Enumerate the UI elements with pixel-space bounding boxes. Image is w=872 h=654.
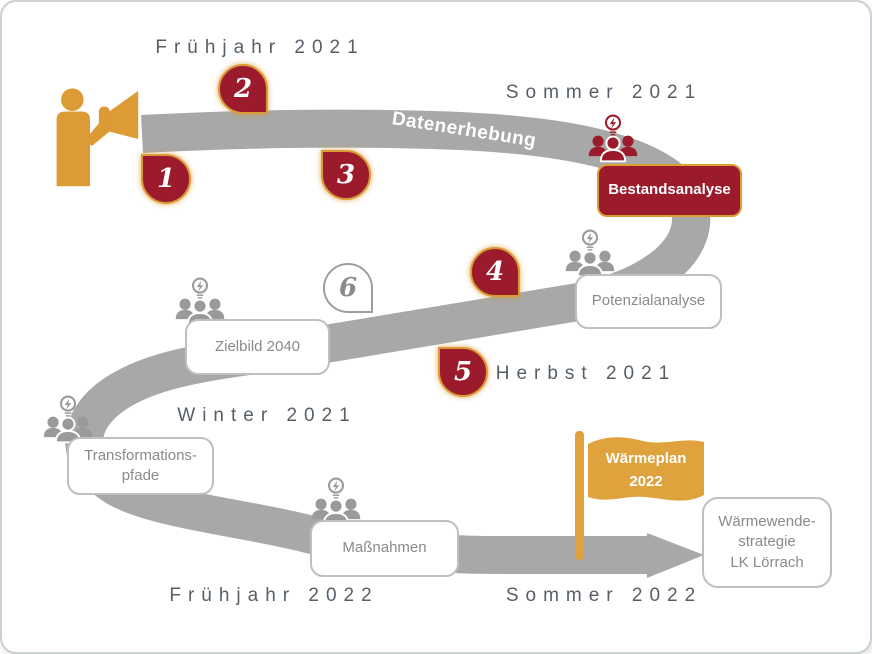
marker-number: 2: [233, 74, 253, 104]
flag-label-line1: Wärmeplan: [605, 450, 687, 467]
milestone-label: Potenzialanalyse: [591, 292, 706, 310]
road-stroke: [65, 109, 711, 574]
people-lightbulb-icon-potenzialanalyse: [564, 229, 616, 278]
milestone-label-line2: pfade: [121, 467, 160, 484]
season-label-sommer-2022: Sommer 2022: [505, 585, 703, 606]
season-label-fruehjahr-2021: Frühjahr 2021: [155, 37, 365, 58]
milestone-box-massnahmen: Maßnahmen: [310, 520, 459, 577]
season-label-sommer-2021: Sommer 2021: [505, 82, 703, 103]
road-arrowhead-icon: [647, 533, 704, 578]
milestone-box-waermewendestrategie: Wärmewende- strategie LK Lörrach: [702, 497, 832, 588]
marker-number: 4: [485, 257, 505, 287]
people-lightbulb-icon-bestandsanalyse: [587, 114, 639, 163]
milestone-label: Zielbild 2040: [214, 337, 301, 355]
milestone-label-line1: Transformations-: [84, 446, 197, 464]
marker-pin-2: 2: [218, 64, 268, 114]
marker-number: 6: [338, 273, 358, 303]
marker-pin-4: 4: [470, 247, 520, 297]
waermeplan-flag-icon: [588, 437, 704, 501]
milestone-label-line1: Wärmewende-: [718, 513, 816, 531]
marker-number: 1: [156, 164, 176, 194]
flag-pole: [575, 431, 584, 560]
flag-label: Wärmeplan 2022: [598, 448, 694, 493]
people-lightbulb-icon-massnahmen: [310, 477, 362, 526]
milestone-label-line2: strategie: [738, 533, 796, 551]
milestone-box-potenzialanalyse: Potenzialanalyse: [575, 274, 722, 329]
flag-label-line2: 2022: [629, 472, 663, 490]
milestone-label: Maßnahmen: [342, 539, 427, 557]
marker-number: 3: [336, 160, 356, 190]
season-label-herbst-2021: Herbst 2021: [495, 363, 677, 384]
season-label-fruehjahr-2022: Frühjahr 2022: [169, 585, 379, 606]
season-label-winter-2021: Winter 2021: [177, 405, 357, 426]
marker-pin-3: 3: [321, 150, 371, 200]
milestone-label: Bestandsanalyse: [608, 181, 731, 199]
megaphone-speaker-icon: [56, 88, 139, 187]
milestone-box-bestandsanalyse: Bestandsanalyse: [597, 164, 742, 217]
marker-pin-6: 6: [323, 263, 373, 313]
marker-pin-1: 1: [141, 154, 191, 204]
milestone-box-transformationspfade: Transformations- pfade: [67, 437, 214, 495]
milestone-label-line3: LK Lörrach: [730, 553, 804, 571]
milestone-box-zielbild-2040: Zielbild 2040: [185, 319, 330, 375]
marker-pin-5: 5: [438, 347, 488, 397]
marker-number: 5: [453, 357, 473, 387]
